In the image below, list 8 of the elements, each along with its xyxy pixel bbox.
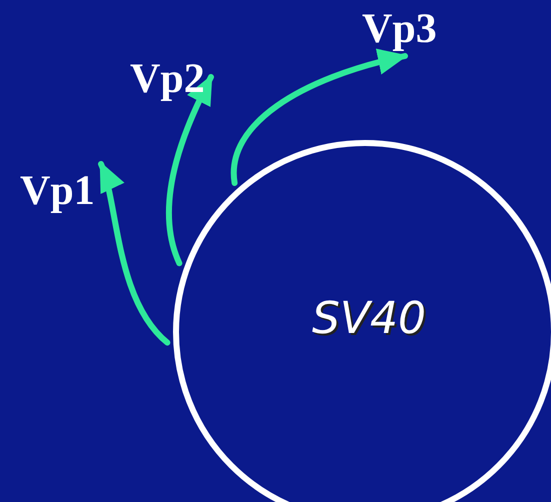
- genome-circle: [173, 140, 551, 502]
- arrow: [98, 161, 170, 346]
- protein-label: Vp1: [20, 170, 95, 212]
- protein-label: Vp2: [130, 58, 205, 100]
- arrow: [166, 74, 214, 266]
- genome-label: SV40: [312, 292, 426, 344]
- protein-label: Vp3: [362, 8, 437, 50]
- arrow: [230, 49, 408, 186]
